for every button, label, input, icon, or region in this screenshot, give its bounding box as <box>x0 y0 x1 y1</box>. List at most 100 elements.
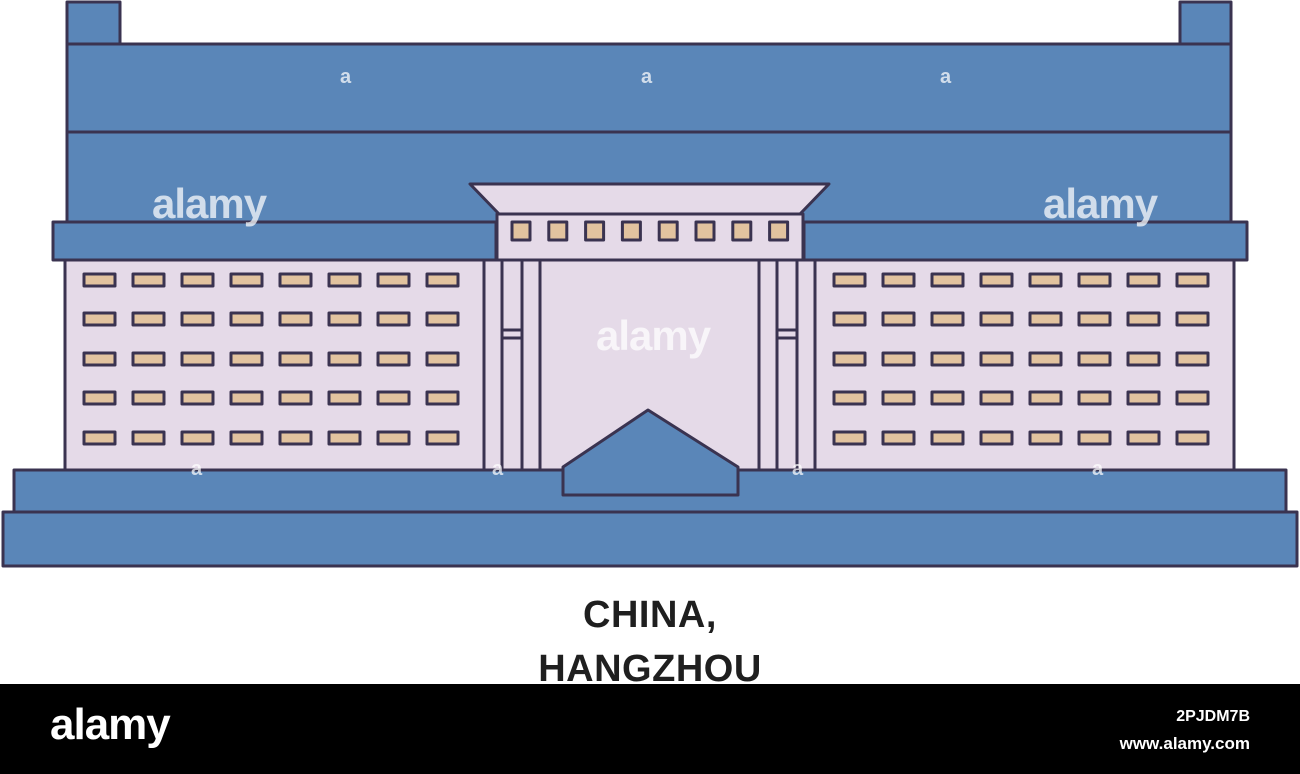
roof-upper-band <box>65 42 1233 134</box>
caption-country: CHINA, <box>583 594 717 636</box>
window <box>82 311 117 327</box>
window <box>1077 430 1112 446</box>
window <box>1126 390 1161 406</box>
window <box>376 272 411 288</box>
windows <box>82 220 1210 446</box>
window <box>278 390 313 406</box>
window <box>881 430 916 446</box>
window <box>694 220 716 242</box>
window <box>1175 390 1210 406</box>
window <box>881 390 916 406</box>
window <box>584 220 606 242</box>
window <box>930 272 965 288</box>
window <box>881 311 916 327</box>
window <box>510 220 532 242</box>
wing-left <box>63 258 486 472</box>
window <box>930 311 965 327</box>
window <box>832 351 867 367</box>
pillar <box>520 258 542 472</box>
window <box>229 272 264 288</box>
window <box>1175 311 1210 327</box>
window <box>1028 351 1063 367</box>
window <box>425 430 460 446</box>
window <box>832 272 867 288</box>
window <box>1028 311 1063 327</box>
window <box>131 351 166 367</box>
window <box>327 311 362 327</box>
portico-cornice <box>468 182 831 216</box>
window <box>229 430 264 446</box>
window <box>832 430 867 446</box>
window <box>327 272 362 288</box>
eave-left <box>51 220 498 262</box>
window <box>327 430 362 446</box>
window <box>657 220 679 242</box>
window <box>1175 430 1210 446</box>
window <box>881 272 916 288</box>
window <box>131 272 166 288</box>
wing-right <box>813 258 1236 472</box>
window <box>1028 390 1063 406</box>
window <box>425 311 460 327</box>
pillar <box>482 258 504 472</box>
platform-lower <box>1 510 1299 568</box>
window <box>1077 390 1112 406</box>
window <box>930 430 965 446</box>
window <box>979 311 1014 327</box>
window <box>278 351 313 367</box>
window <box>979 351 1014 367</box>
window <box>425 351 460 367</box>
window <box>1028 430 1063 446</box>
pillar <box>795 258 817 472</box>
window <box>376 351 411 367</box>
window <box>1175 351 1210 367</box>
window <box>1126 351 1161 367</box>
window <box>376 311 411 327</box>
window <box>278 430 313 446</box>
window <box>832 390 867 406</box>
window <box>376 430 411 446</box>
site-url[interactable]: www.alamy.com <box>1119 734 1250 753</box>
roof-tower-left <box>65 0 122 46</box>
window <box>731 220 753 242</box>
window <box>229 351 264 367</box>
footer-logo[interactable]: alamy <box>50 700 171 749</box>
window <box>1175 272 1210 288</box>
window <box>376 390 411 406</box>
caption-city: HANGZHOU <box>538 648 762 690</box>
window <box>180 390 215 406</box>
window <box>131 390 166 406</box>
footer-bar: alamy 2PJDM7B www.alamy.com <box>0 684 1300 774</box>
window <box>979 272 1014 288</box>
window <box>82 430 117 446</box>
window <box>180 311 215 327</box>
window <box>832 311 867 327</box>
entrance-canopy <box>561 408 740 497</box>
window <box>180 272 215 288</box>
window <box>881 351 916 367</box>
portico-frieze <box>495 212 805 262</box>
window <box>327 390 362 406</box>
window <box>180 430 215 446</box>
window <box>327 351 362 367</box>
hangzhou-building-illustration <box>1 0 1299 568</box>
image-id: 2PJDM7B <box>1176 708 1250 725</box>
roof-tower-right <box>1178 0 1233 46</box>
window <box>1126 430 1161 446</box>
window <box>979 390 1014 406</box>
window <box>425 272 460 288</box>
window <box>131 311 166 327</box>
window <box>229 311 264 327</box>
window <box>82 351 117 367</box>
window <box>82 390 117 406</box>
window <box>180 351 215 367</box>
window <box>1077 272 1112 288</box>
window <box>1126 272 1161 288</box>
window <box>547 220 569 242</box>
pillar <box>757 258 779 472</box>
window <box>425 390 460 406</box>
eave-right <box>802 220 1249 262</box>
window <box>979 430 1014 446</box>
window <box>1077 351 1112 367</box>
window <box>229 390 264 406</box>
